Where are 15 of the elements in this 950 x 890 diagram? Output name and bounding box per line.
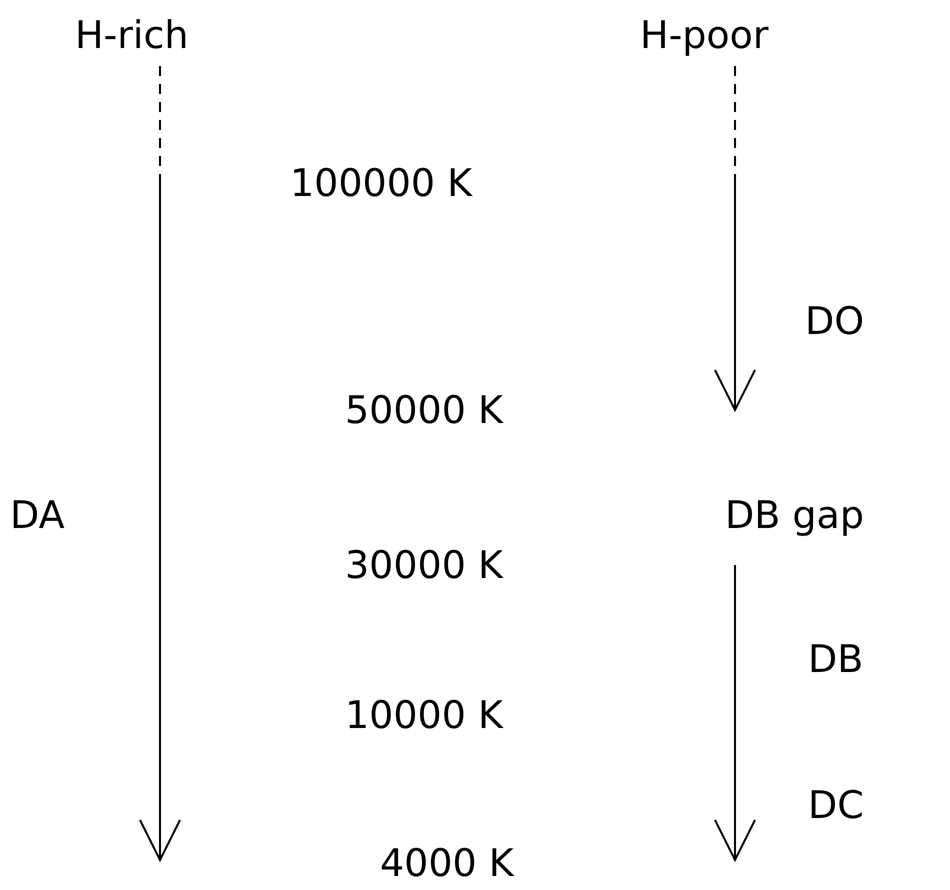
temperature-label: 4000 K <box>380 840 514 887</box>
spectral-class-label: DC <box>808 782 864 829</box>
temperature-label: 10000 K <box>345 692 503 739</box>
spectral-class-label: DO <box>805 298 864 345</box>
group-label: H-rich <box>75 10 188 60</box>
group-label: DB gap <box>725 490 864 540</box>
temperature-label: 100000 K <box>290 160 472 207</box>
temperature-label: 30000 K <box>345 542 503 589</box>
arrow <box>714 66 756 411</box>
temperature-label: 50000 K <box>345 387 503 434</box>
arrow <box>714 565 756 861</box>
spectral-class-label: DA <box>10 492 65 539</box>
spectral-class-label: DB <box>808 636 864 683</box>
arrow <box>139 66 181 861</box>
group-label: H-poor <box>640 10 769 60</box>
